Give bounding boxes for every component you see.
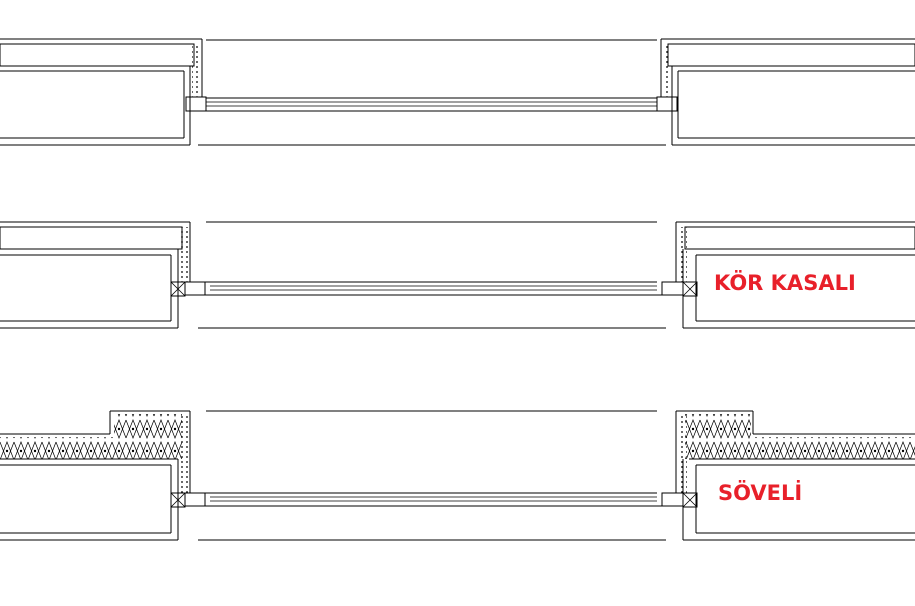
left-wall-3 <box>0 410 191 541</box>
window-assembly-3 <box>184 410 684 541</box>
right-wall-2 <box>675 221 915 329</box>
label-soveli: SÖVELİ <box>718 481 803 505</box>
label-kor-kasali: KÖR KASALI <box>714 271 856 295</box>
detail-standard <box>0 38 915 146</box>
right-wall-3 <box>675 410 915 541</box>
detail-kor-kasali <box>0 221 915 329</box>
left-wall-2 <box>0 221 191 329</box>
right-wall-1 <box>660 38 915 146</box>
detail-soveli <box>0 410 915 541</box>
left-wall-1 <box>0 38 203 146</box>
window-assembly-2 <box>184 221 684 329</box>
window-assembly-1 <box>185 39 678 146</box>
